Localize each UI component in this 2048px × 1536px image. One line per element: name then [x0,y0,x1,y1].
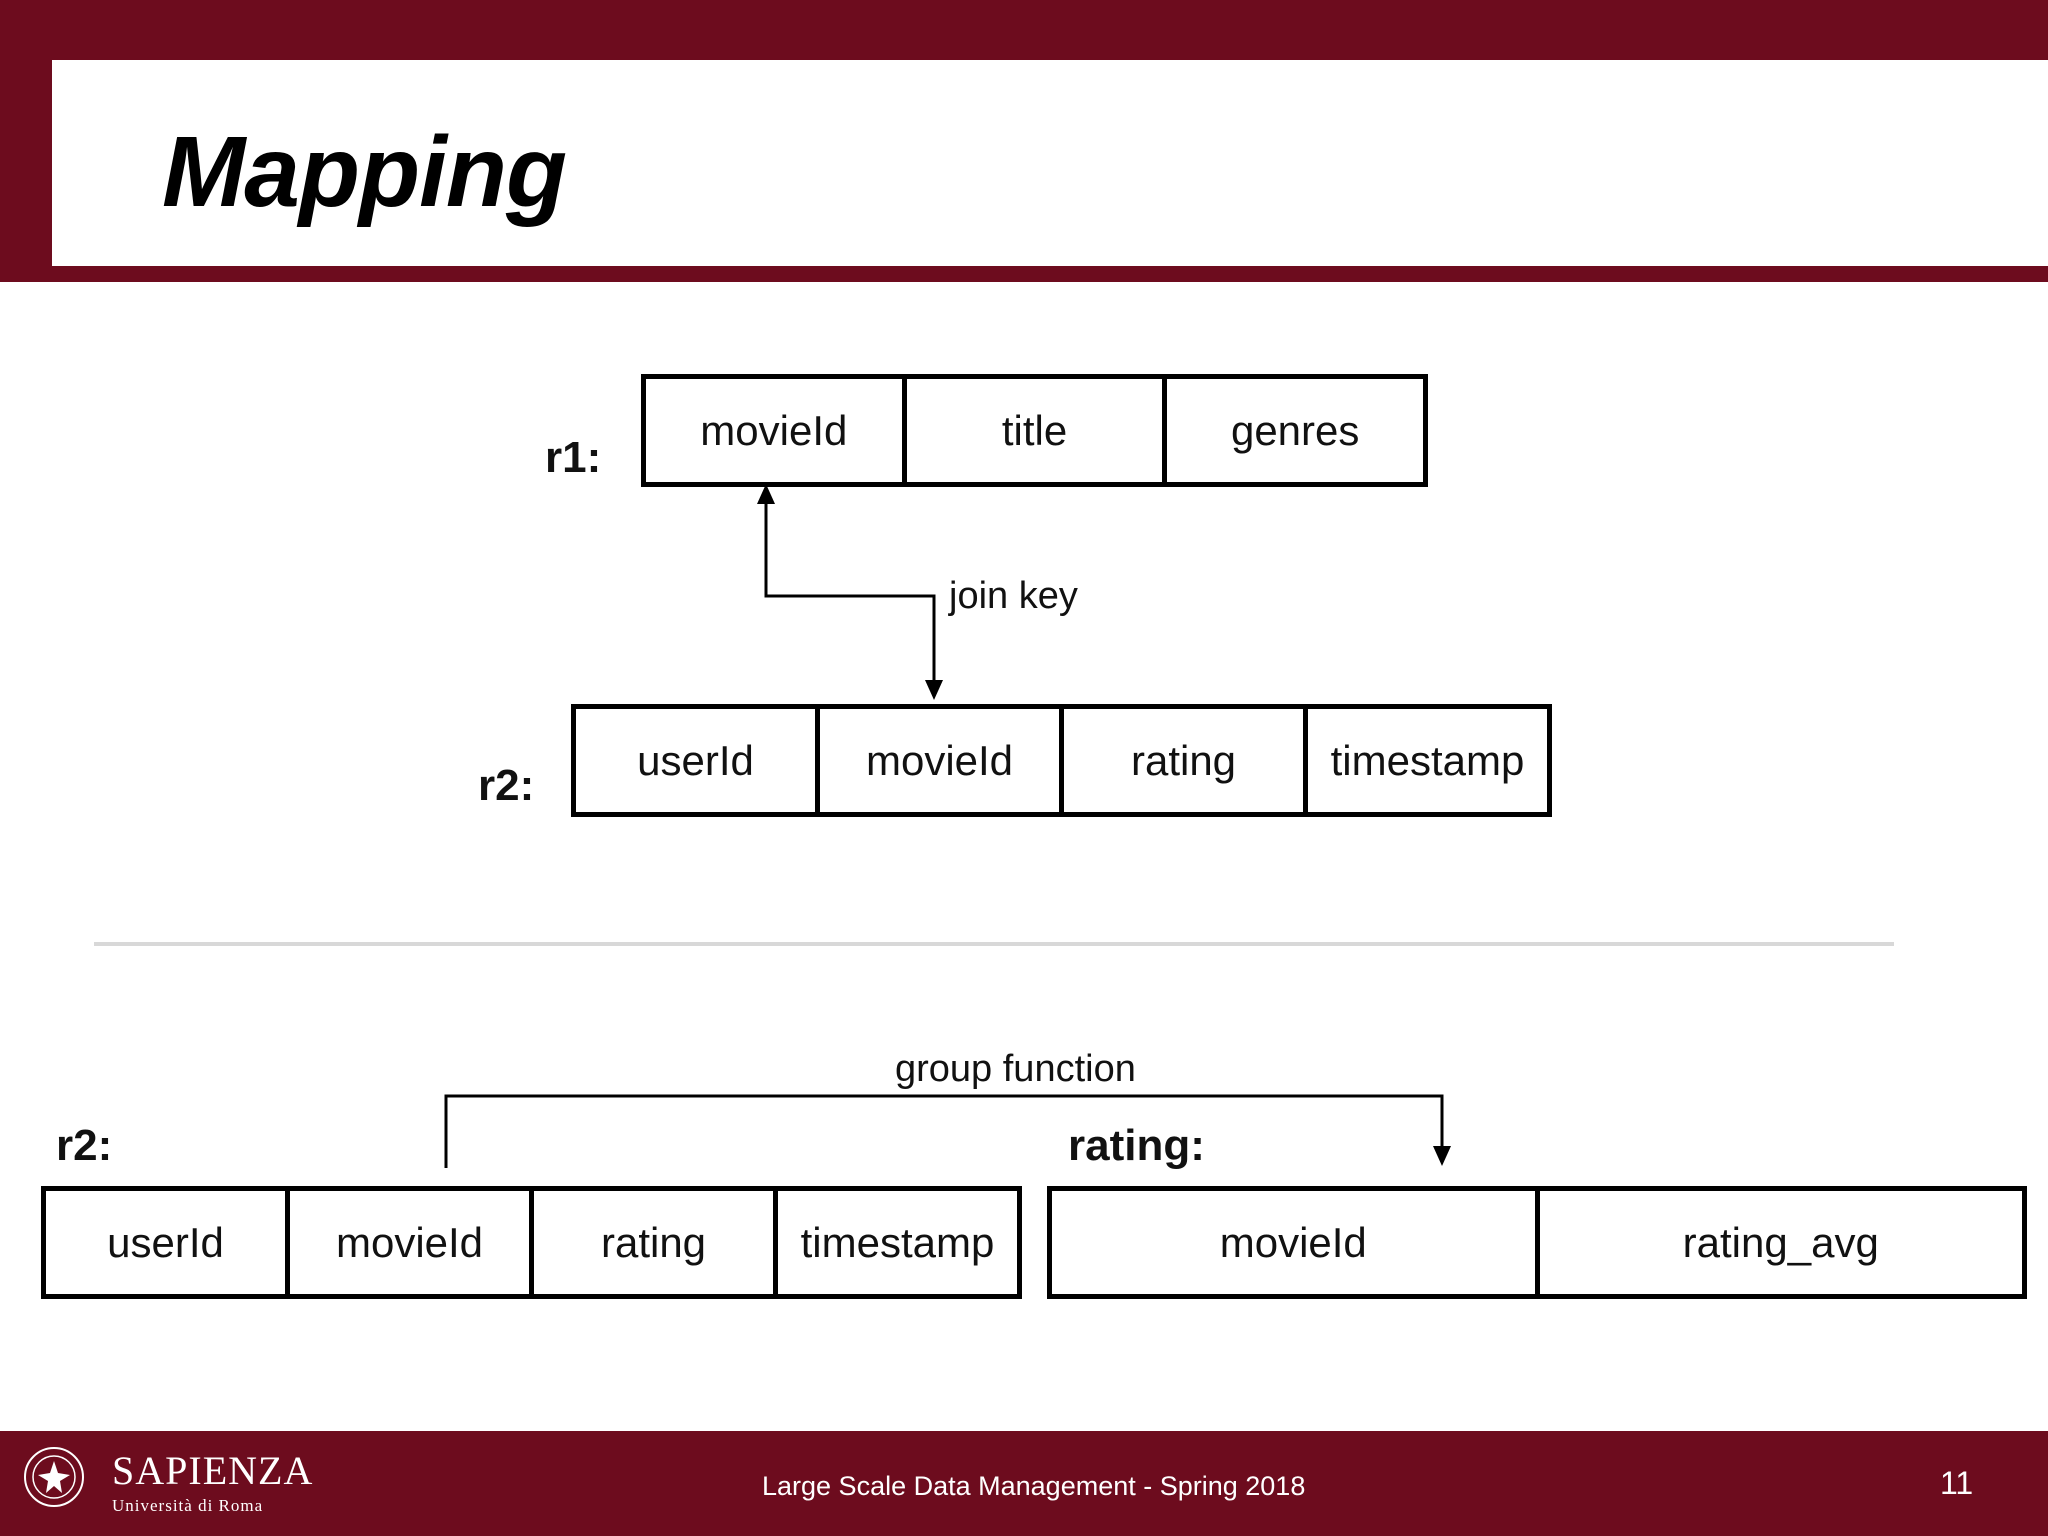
r2-field: movieId [820,709,1064,812]
logo-subtitle: Università di Roma [112,1496,264,1515]
r2-label: r2: [478,761,535,810]
group-r2-field: userId [46,1191,290,1294]
group-r2-field: timestamp [800,1218,995,1266]
join-key-connector [764,502,936,682]
join-key-label: join key [949,575,1078,617]
r1-field: movieId [646,379,907,482]
r1-record: movieId title genres [641,374,1428,487]
arrowhead-up-icon [757,484,775,504]
section-divider [94,942,1894,946]
university-seal-icon [24,1447,84,1507]
r2-field: timestamp [1330,736,1525,784]
rating-label: rating: [1068,1121,1205,1170]
title-panel [52,60,2048,266]
group-r2-field: rating [534,1191,778,1294]
arrowhead-down-icon [925,680,943,700]
r2-record: userId movieId rating timestamp [571,704,1552,817]
group-r2-field: movieId [290,1191,534,1294]
footer-bar: SAPIENZA Università di Roma Large Scale … [0,1431,2048,1536]
rating-field: rating_avg [1682,1218,1879,1266]
r2-field: userId [576,709,820,812]
page-number: 11 [1940,1465,1974,1501]
footer-course-text: Large Scale Data Management - Spring 201… [762,1471,1306,1501]
slide-title: Mapping [162,116,567,228]
group-function-connector [444,1094,1444,1168]
r1-label: r1: [545,433,602,482]
connector-arrows [444,484,1451,1168]
r1-field: genres [1230,406,1360,454]
rating-field: movieId [1052,1191,1540,1294]
group-r2-label: r2: [56,1121,113,1170]
logo-name: SAPIENZA [112,1448,314,1493]
r1-field: title [907,379,1168,482]
group-r2-record: userId movieId rating timestamp [41,1186,1022,1299]
r2-field: rating [1064,709,1308,812]
arrowhead-down-icon [1433,1146,1451,1166]
group-function-label: group function [895,1048,1136,1090]
rating-record: movieId rating_avg [1047,1186,2027,1299]
